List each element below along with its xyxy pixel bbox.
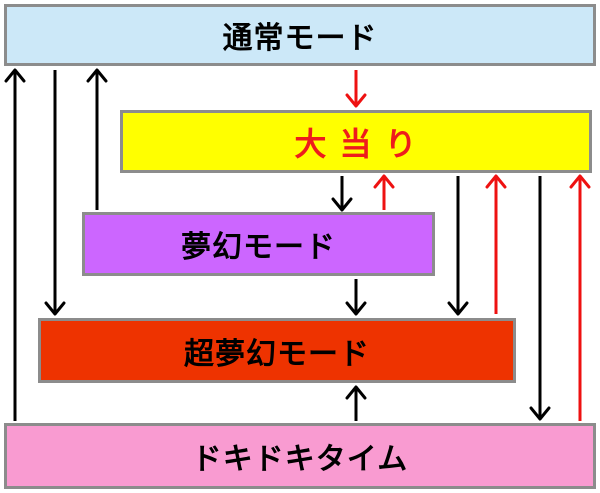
arrow-doki-to-normal — [4, 68, 26, 421]
doki-doki-time-box: ドキドキタイム — [4, 423, 596, 489]
doki-doki-time-label: ドキドキタイム — [191, 442, 409, 477]
super-yume-mode-label: 超夢幻モード — [184, 336, 370, 372]
arrow-yume-to-jackpot — [373, 174, 395, 210]
arrow-yume-to-normal — [86, 68, 108, 210]
jackpot-box: 大 当 り — [120, 110, 592, 173]
arrow-jackpot-to-yume — [331, 176, 353, 212]
arrow-normal-to-jackpot — [345, 70, 367, 108]
arrow-super-to-jackpot — [485, 174, 507, 314]
yume-mode-label: 夢幻モード — [181, 230, 336, 265]
arrow-doki-to-jackpot — [569, 174, 591, 421]
jackpot-label: 大 当 り — [294, 124, 418, 163]
normal-mode-box: 通常モード — [4, 4, 596, 66]
arrow-doki-to-super — [345, 385, 367, 421]
arrow-normal-to-super — [44, 70, 66, 316]
normal-mode-label: 通常モード — [222, 21, 378, 56]
arrow-jackpot-to-super — [447, 176, 469, 316]
yume-mode-box: 夢幻モード — [82, 212, 435, 276]
super-yume-mode-box: 超夢幻モード — [38, 318, 516, 383]
arrow-yume-to-super — [345, 279, 367, 316]
arrow-jackpot-to-doki — [529, 176, 551, 421]
